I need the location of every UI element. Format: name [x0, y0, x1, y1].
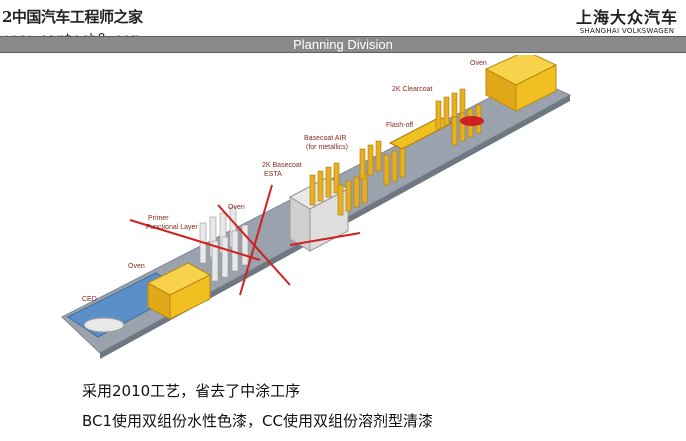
brand-logo: 上海大众汽车 SHANGHAI VOLKSWAGEN: [576, 4, 678, 35]
label-air-1: Basecoat AIR: [304, 135, 346, 142]
header-bar: Planning Division: [0, 36, 686, 53]
brand-name-cn: 上海大众汽车: [575, 8, 678, 27]
cross-line-1: [129, 219, 261, 261]
label-esta-2: ESTA: [264, 171, 282, 178]
watermark-title: 2中国汽车工程师之家: [2, 8, 143, 26]
red-car-body: [460, 116, 484, 126]
label-primer-1: Primer: [148, 215, 169, 222]
label-oven-2: Oven: [228, 204, 245, 211]
label-esta-1: 2K Basecoat: [262, 162, 302, 169]
label-oven-1: Oven: [128, 263, 145, 270]
label-primer-2: Functional Layer: [146, 224, 198, 231]
car-body: [83, 317, 125, 333]
oven-1-side: [169, 274, 211, 320]
caption-line-2: BC1使用双组份水性色漆，CC使用双组份溶剂型清漆: [82, 412, 433, 430]
label-air-2: (for metallics): [306, 144, 348, 151]
oven-3-side: [515, 64, 557, 112]
caption-line-1: 采用2010工艺，省去了中涂工序: [82, 382, 301, 400]
page-title: Planning Division: [293, 37, 393, 52]
label-flash-off: Flash-off: [386, 122, 413, 129]
label-clearcoat: 2K Clearcoat: [392, 86, 433, 93]
paint-shop-illustration: CED Oven Primer Functional Layer Oven 2K…: [61, 55, 572, 359]
cross-line-4: [289, 232, 361, 246]
basecoat-robots: [309, 140, 406, 216]
brand-name-en: SHANGHAI VOLKSWAGEN: [579, 27, 675, 35]
label-oven-3: Oven: [470, 60, 487, 67]
cross-line-3: [217, 204, 291, 286]
cross-line-2: [239, 184, 273, 296]
label-ced: CED: [82, 296, 97, 303]
